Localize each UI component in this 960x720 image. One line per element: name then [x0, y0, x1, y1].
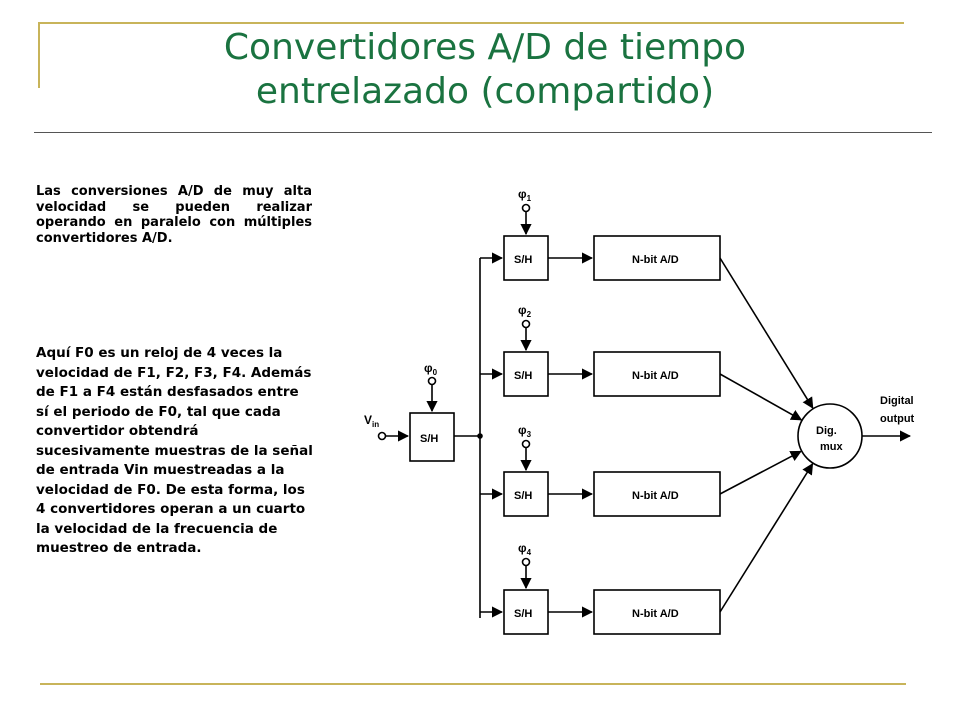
adc-label-3: N-bit A/D: [632, 490, 679, 502]
main-sh-box: [409, 412, 455, 462]
time-interleaved-adc-diagram: Vin S/H φ0 Dig. mux Digital output S/H N-…: [364, 187, 915, 635]
adc-to-mux-wire-3: [719, 450, 802, 495]
left-accent-line: [38, 22, 40, 88]
input-label: Vin: [364, 413, 379, 429]
bottom-accent-line: [40, 683, 906, 685]
adc-to-mux-wire-2: [719, 373, 803, 421]
adc-to-mux-wire-1: [719, 257, 814, 409]
output-label-line1: Digital: [880, 395, 914, 407]
clock-node-2: [521, 319, 531, 329]
intro-paragraph: Las conversiones A/D de muy alta velocid…: [36, 184, 312, 246]
sh-label-4: S/H: [514, 608, 532, 620]
mux-label-line2: mux: [820, 441, 844, 453]
clock-label-2: φ2: [518, 303, 532, 319]
adc-label-4: N-bit A/D: [632, 608, 679, 620]
clock-label-1: φ1: [518, 187, 532, 203]
title-line-2: entrelazado (compartido): [255, 71, 715, 112]
clock-node-1: [521, 203, 531, 213]
top-accent-line: [38, 22, 904, 24]
clock-node-3: [521, 439, 531, 449]
main-clock-node: [427, 376, 437, 386]
mux-label-line1: Dig.: [816, 425, 837, 437]
slide-title: Convertidores A/D de tiempo entrelazado …: [60, 26, 910, 114]
clock-label-4: φ4: [518, 541, 532, 557]
clock-node-4: [521, 557, 531, 567]
adc-label-2: N-bit A/D: [632, 370, 679, 382]
sh-label-3: S/H: [514, 490, 532, 502]
clock-label-3: φ3: [518, 423, 532, 439]
main-clock-label: φ0: [424, 361, 438, 377]
main-sh-label: S/H: [420, 433, 438, 445]
sh-label-1: S/H: [514, 254, 532, 266]
adc-to-mux-wire-4: [719, 463, 814, 613]
sh-label-2: S/H: [514, 370, 532, 382]
title-line-1: Convertidores A/D de tiempo: [223, 27, 747, 68]
title-divider: [34, 132, 932, 133]
input-node: [377, 431, 387, 441]
adc-label-1: N-bit A/D: [632, 254, 679, 266]
explanation-paragraph: Aquí F0 es un reloj de 4 veces la veloci…: [36, 345, 313, 556]
output-label-line2: output: [880, 413, 915, 425]
